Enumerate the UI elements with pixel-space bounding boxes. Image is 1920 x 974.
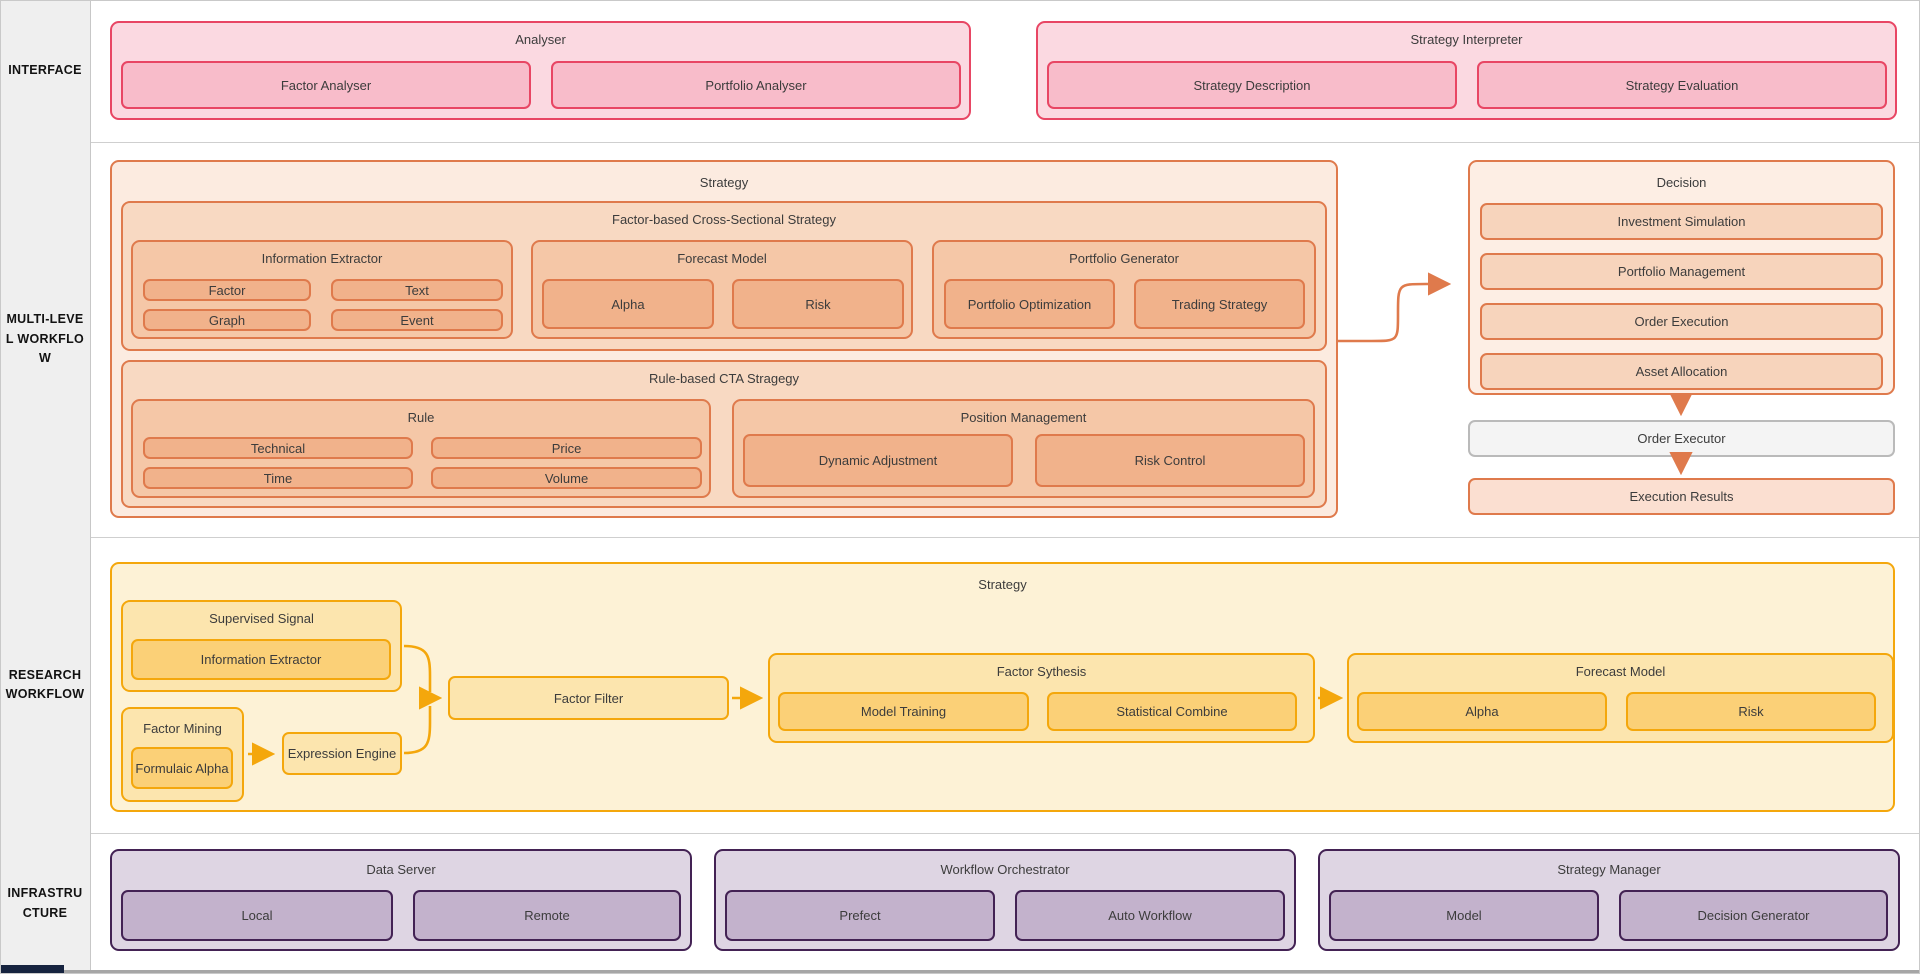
row-label: MULTI-LEVEL WORKFLOW	[5, 312, 85, 366]
rw-strategy-title: Strategy	[978, 577, 1027, 592]
rw-alpha-box: Alpha	[1357, 692, 1607, 731]
model-box: Model	[1329, 890, 1599, 941]
rule-cta-strategy-title: Rule-based CTA Stragegy	[648, 371, 800, 386]
ie-factor-box: Factor	[143, 279, 311, 301]
dynamic-adjustment-box: Dynamic Adjustment	[743, 434, 1013, 487]
rule-technical-box: Technical	[143, 437, 413, 459]
sidebar-row-multi-level: MULTI-LEVEL WORKFLOW	[0, 142, 90, 537]
row-divider	[0, 142, 1920, 143]
portfolio-generator-title: Portfolio Generator	[1069, 251, 1179, 266]
row-divider	[0, 537, 1920, 538]
rule-time-box: Time	[143, 467, 413, 489]
ie-graph-box: Graph	[143, 309, 311, 331]
decision-generator-box: Decision Generator	[1619, 890, 1888, 941]
ie-event-box: Event	[331, 309, 503, 331]
supervised-signal-title: Supervised Signal	[209, 611, 314, 626]
factor-cs-strategy-title: Factor-based Cross-Sectional Strategy	[612, 212, 836, 227]
prefect-box: Prefect	[725, 890, 995, 941]
rule-title: Rule	[407, 410, 435, 425]
portfolio-optimization-box: Portfolio Optimization	[944, 279, 1115, 329]
factor-filter-box: Factor Filter	[448, 676, 729, 720]
position-management-title: Position Management	[960, 410, 1087, 425]
sidebar-row-interface: INTERFACE	[0, 0, 90, 142]
order-executor-box: Order Executor	[1468, 420, 1895, 457]
auto-workflow-box: Auto Workflow	[1015, 890, 1285, 941]
fm-risk-box: Risk	[732, 279, 904, 329]
rw-forecast-model-title: Forecast Model	[1575, 664, 1666, 679]
strategy-interpreter-title: Strategy Interpreter	[1410, 32, 1523, 47]
rw-information-extractor-box: Information Extractor	[131, 639, 391, 680]
factor-sythesis-title: Factor Sythesis	[996, 664, 1087, 679]
row-label: RESEARCH WORKFLOW	[5, 667, 85, 701]
sidebar-row-infrastructure: INFRASTRUCTURE	[0, 833, 90, 974]
row-divider	[0, 833, 1920, 834]
row-label-sidebar: INTERFACE MULTI-LEVEL WORKFLOW RESEARCH …	[0, 0, 91, 974]
arrow-strategy-to-decision	[1338, 272, 1452, 343]
local-box: Local	[121, 890, 393, 941]
portfolio-management-box: Portfolio Management	[1480, 253, 1883, 290]
model-training-box: Model Training	[778, 692, 1029, 731]
strategy-description-box: Strategy Description	[1047, 61, 1457, 109]
strategy-evaluation-box: Strategy Evaluation	[1477, 61, 1887, 109]
asset-allocation-box: Asset Allocation	[1480, 353, 1883, 390]
rule-price-box: Price	[431, 437, 702, 459]
row-label: INFRASTRUCTURE	[7, 886, 83, 920]
expression-engine-box: Expression Engine	[282, 732, 402, 775]
portfolio-analyser-box: Portfolio Analyser	[551, 61, 961, 109]
ie-text-box: Text	[331, 279, 503, 301]
remote-box: Remote	[413, 890, 681, 941]
information-extractor-title: Information Extractor	[261, 251, 383, 266]
factor-mining-title: Factor Mining	[143, 721, 222, 736]
analyser-title: Analyser	[515, 32, 566, 47]
strategy-manager-title: Strategy Manager	[1557, 862, 1661, 877]
workflow-orchestrator-title: Workflow Orchestrator	[940, 862, 1070, 877]
fm-alpha-box: Alpha	[542, 279, 714, 329]
statistical-combine-box: Statistical Combine	[1047, 692, 1297, 731]
investment-simulation-box: Investment Simulation	[1480, 203, 1883, 240]
order-execution-box: Order Execution	[1480, 303, 1883, 340]
decision-title: Decision	[1656, 175, 1707, 190]
forecast-model-title: Forecast Model	[677, 251, 767, 266]
factor-analyser-box: Factor Analyser	[121, 61, 531, 109]
formulaic-alpha-box: Formulaic Alpha	[131, 747, 233, 789]
bottom-border	[0, 970, 1920, 973]
risk-control-box: Risk Control	[1035, 434, 1305, 487]
trading-strategy-box: Trading Strategy	[1134, 279, 1305, 329]
sidebar-row-research: RESEARCH WORKFLOW	[0, 537, 90, 833]
rw-risk-box: Risk	[1626, 692, 1876, 731]
rule-volume-box: Volume	[431, 467, 702, 489]
ml-strategy-title: Strategy	[699, 175, 749, 190]
data-server-title: Data Server	[366, 862, 436, 877]
execution-results-box: Execution Results	[1468, 478, 1895, 515]
bottom-left-scroll-stub	[0, 965, 64, 974]
row-label: INTERFACE	[8, 63, 82, 78]
